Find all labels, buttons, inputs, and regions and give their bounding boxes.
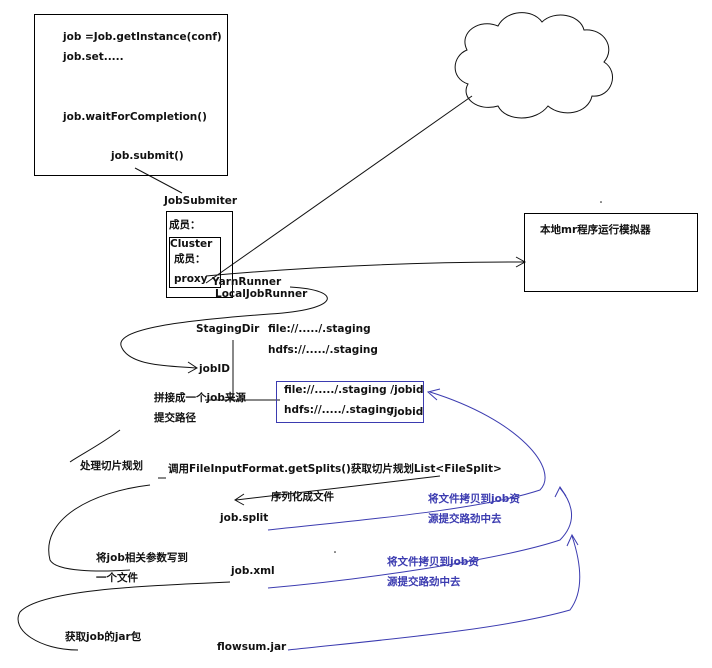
jar-copy-arrowhead bbox=[566, 533, 579, 547]
jar-copy-curve bbox=[287, 535, 581, 651]
staging-hdfs-path: hdfs://...../.staging bbox=[268, 344, 378, 356]
proxy-label: proxy bbox=[174, 273, 208, 285]
local-sim-box bbox=[524, 213, 698, 292]
serialize-connector bbox=[235, 475, 441, 501]
runner-loop bbox=[120, 286, 328, 369]
split-copy-curve bbox=[267, 391, 546, 531]
xml-copy-arrowhead bbox=[554, 486, 567, 498]
job-xml-file: job.xml bbox=[231, 565, 275, 577]
xml-copy-label-2: 源提交路劲中去 bbox=[387, 576, 461, 588]
local-sim-arrowhead bbox=[515, 256, 527, 268]
split-copy-arrowhead bbox=[426, 388, 441, 401]
jobid-label: jobID bbox=[199, 363, 230, 375]
jobid-hdfs-path-a: hdfs://...../.staging bbox=[284, 404, 394, 416]
xml-write-label-1: 将job相关参数写到 bbox=[96, 552, 188, 564]
jobid-path-box bbox=[276, 381, 424, 423]
yarn-runner-label: YarnRunner bbox=[212, 276, 282, 288]
staging-file-path: file://...../.staging bbox=[268, 323, 371, 335]
cloud-connector bbox=[205, 95, 473, 284]
submit-connector bbox=[134, 167, 183, 194]
stray-dot bbox=[600, 201, 602, 203]
xml-copy-curve bbox=[267, 487, 573, 589]
serialize-arrowhead bbox=[234, 493, 245, 506]
jar-get-label: 获取job的jar包 bbox=[65, 631, 142, 643]
local-sim-label: 本地mr程序运行模拟器 bbox=[540, 224, 651, 236]
split-process-label: 处理切片规划 bbox=[80, 460, 143, 472]
jobsubmiter-box bbox=[166, 211, 233, 298]
split-serialize-label: 序列化成文件 bbox=[271, 491, 334, 503]
client-code-line-3: job.waitForCompletion() bbox=[63, 111, 207, 123]
client-code-line-4: job.submit() bbox=[111, 150, 184, 162]
staging-dir-label: StagingDir bbox=[196, 323, 260, 335]
cloud-shape bbox=[454, 12, 613, 119]
jar-file: flowsum.jar bbox=[217, 641, 287, 653]
split-call-label: 调用FileInputFormat.getSplits()获取切片规划List<… bbox=[168, 463, 502, 475]
xml-write-label-2: 一个文件 bbox=[96, 572, 138, 584]
jobid-arrowhead bbox=[187, 361, 198, 374]
client-code-box bbox=[34, 14, 228, 176]
jobsubmiter-title: JobSubmiter bbox=[164, 195, 238, 207]
split-process-curve bbox=[69, 429, 121, 463]
cluster-label: Cluster bbox=[170, 238, 213, 250]
split-copy-label-1: 将文件拷贝到job资 bbox=[428, 493, 520, 505]
concat-label-1: 拼接成一个job来源 bbox=[154, 392, 246, 404]
client-code-line-2: job.set..... bbox=[63, 51, 124, 63]
jobsubmiter-members-label: 成员： bbox=[169, 219, 201, 231]
split-to-xml-curve bbox=[48, 484, 151, 572]
cluster-members-label: 成员： bbox=[174, 253, 206, 265]
cluster-box bbox=[169, 237, 221, 288]
concat-label-2: 提交路径 bbox=[154, 412, 196, 424]
stray-dot bbox=[334, 551, 336, 553]
local-runner-label: LocalJobRunner bbox=[215, 288, 308, 300]
job-split-file: job.split bbox=[220, 512, 269, 524]
client-code-line-1: job =Job.getInstance(conf) bbox=[63, 31, 222, 43]
xml-copy-label-1: 将文件拷贝到job资 bbox=[387, 556, 479, 568]
xml-to-jar-curve bbox=[17, 581, 231, 651]
jobid-file-path: file://...../.staging /jobid bbox=[284, 384, 424, 396]
split-copy-label-2: 源提交路劲中去 bbox=[428, 513, 502, 525]
local-sim-connector bbox=[205, 261, 525, 277]
jobid-hdfs-path-b: /jobid bbox=[390, 406, 424, 418]
